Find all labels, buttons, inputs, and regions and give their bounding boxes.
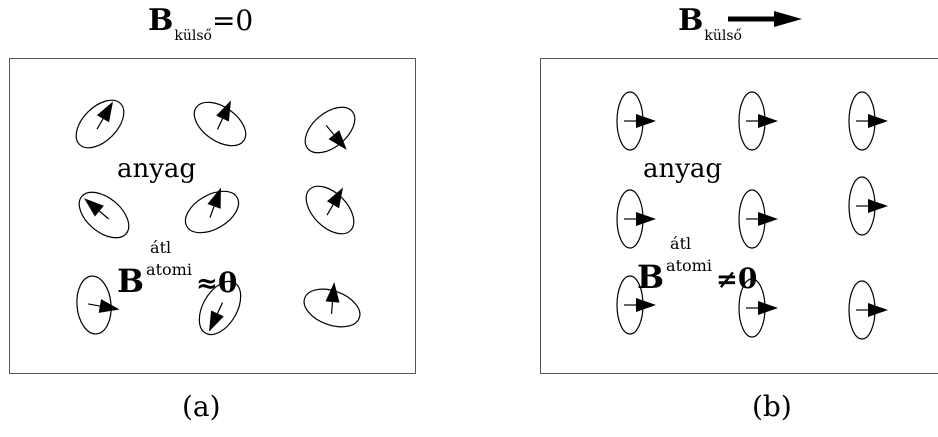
current-loop xyxy=(78,191,130,239)
moment-arrow-head xyxy=(207,187,221,209)
external-subscript: külső xyxy=(704,28,742,44)
magnets-panel-b xyxy=(616,91,888,340)
moment-arrow-head xyxy=(96,101,113,123)
atomic-magnet xyxy=(303,282,361,328)
moment-arrow-shaft xyxy=(209,206,215,218)
moment-arrow-shaft xyxy=(216,302,224,314)
moment-arrow-shaft xyxy=(325,125,335,135)
avg-subscript: atomi xyxy=(146,260,192,279)
moment-arrow-head xyxy=(868,303,888,317)
moment-arrow-shaft xyxy=(99,210,109,220)
avg-superscript: átl xyxy=(670,234,692,253)
moment-arrow-head xyxy=(758,212,778,226)
external-field-arrow xyxy=(728,11,802,27)
moment-arrow-head xyxy=(868,114,888,128)
b-external-symbol: B xyxy=(678,3,704,38)
atomic-magnet xyxy=(305,185,355,235)
atomic-magnet xyxy=(616,189,656,249)
current-loop xyxy=(198,280,242,336)
atomic-magnet xyxy=(184,187,240,234)
material-label-b: anyag xyxy=(643,154,723,184)
atomic-magnet xyxy=(848,280,888,340)
moment-arrow-head xyxy=(326,187,343,209)
atomic-magnet xyxy=(78,191,130,239)
moment-arrow-shaft xyxy=(330,301,334,315)
not-equal-relation: ≠ xyxy=(716,265,738,295)
avg-value: 0 xyxy=(737,262,758,295)
moment-arrow-shaft xyxy=(96,118,104,130)
current-loop xyxy=(76,275,112,335)
moment-arrow-head xyxy=(636,212,656,226)
moment-arrow-head xyxy=(758,114,778,128)
avg-value: 0 xyxy=(217,266,238,299)
avg-subscript: atomi xyxy=(666,256,712,275)
current-loop xyxy=(184,190,240,234)
atomic-magnet xyxy=(75,99,125,149)
approx-relation: ≈ xyxy=(196,269,218,299)
atomic-magnet xyxy=(848,91,888,151)
avg-field-symbol: B xyxy=(117,262,145,300)
atomic-magnet xyxy=(738,189,778,249)
atomic-magnet xyxy=(76,275,120,335)
atomic-magnet xyxy=(198,280,242,336)
avg-superscript: átl xyxy=(150,238,172,257)
moment-arrow-shaft xyxy=(326,204,334,216)
moment-arrow-head xyxy=(868,199,888,213)
moment-arrow-head xyxy=(209,310,224,332)
moment-arrow-shaft xyxy=(216,118,224,130)
atomic-magnet xyxy=(738,91,778,151)
moment-arrow-head xyxy=(325,282,340,303)
moment-arrow-head xyxy=(636,298,656,312)
panel-b-title: Bkülső xyxy=(678,3,742,44)
external-subscript: külső xyxy=(174,28,212,44)
moment-arrow-head xyxy=(216,100,231,122)
moment-arrow-head xyxy=(758,301,778,315)
moment-arrow-shaft xyxy=(87,303,101,307)
atomic-magnet xyxy=(304,106,356,154)
caption-a: (a) xyxy=(182,390,221,423)
atomic-magnet xyxy=(616,275,656,335)
atomic-magnet xyxy=(616,91,656,151)
moment-arrow-head xyxy=(98,299,120,313)
panel-a-title: Bkülső=0 xyxy=(148,3,254,44)
current-loop xyxy=(303,288,361,328)
current-loop xyxy=(75,99,125,149)
b-external-symbol: B xyxy=(148,3,174,38)
moment-arrow-head xyxy=(328,130,347,150)
atomic-magnet xyxy=(738,278,778,338)
moment-arrow-head xyxy=(636,114,656,128)
atomic-magnet xyxy=(848,176,888,236)
moment-arrow-head xyxy=(84,198,104,217)
current-loop xyxy=(305,185,355,235)
magnets-panel-a xyxy=(75,99,361,336)
equals-zero: =0 xyxy=(211,4,254,37)
material-label-a: anyag xyxy=(117,154,197,184)
caption-b: (b) xyxy=(752,390,792,423)
atomic-magnet xyxy=(193,100,247,147)
avg-field-symbol: B xyxy=(637,258,665,296)
